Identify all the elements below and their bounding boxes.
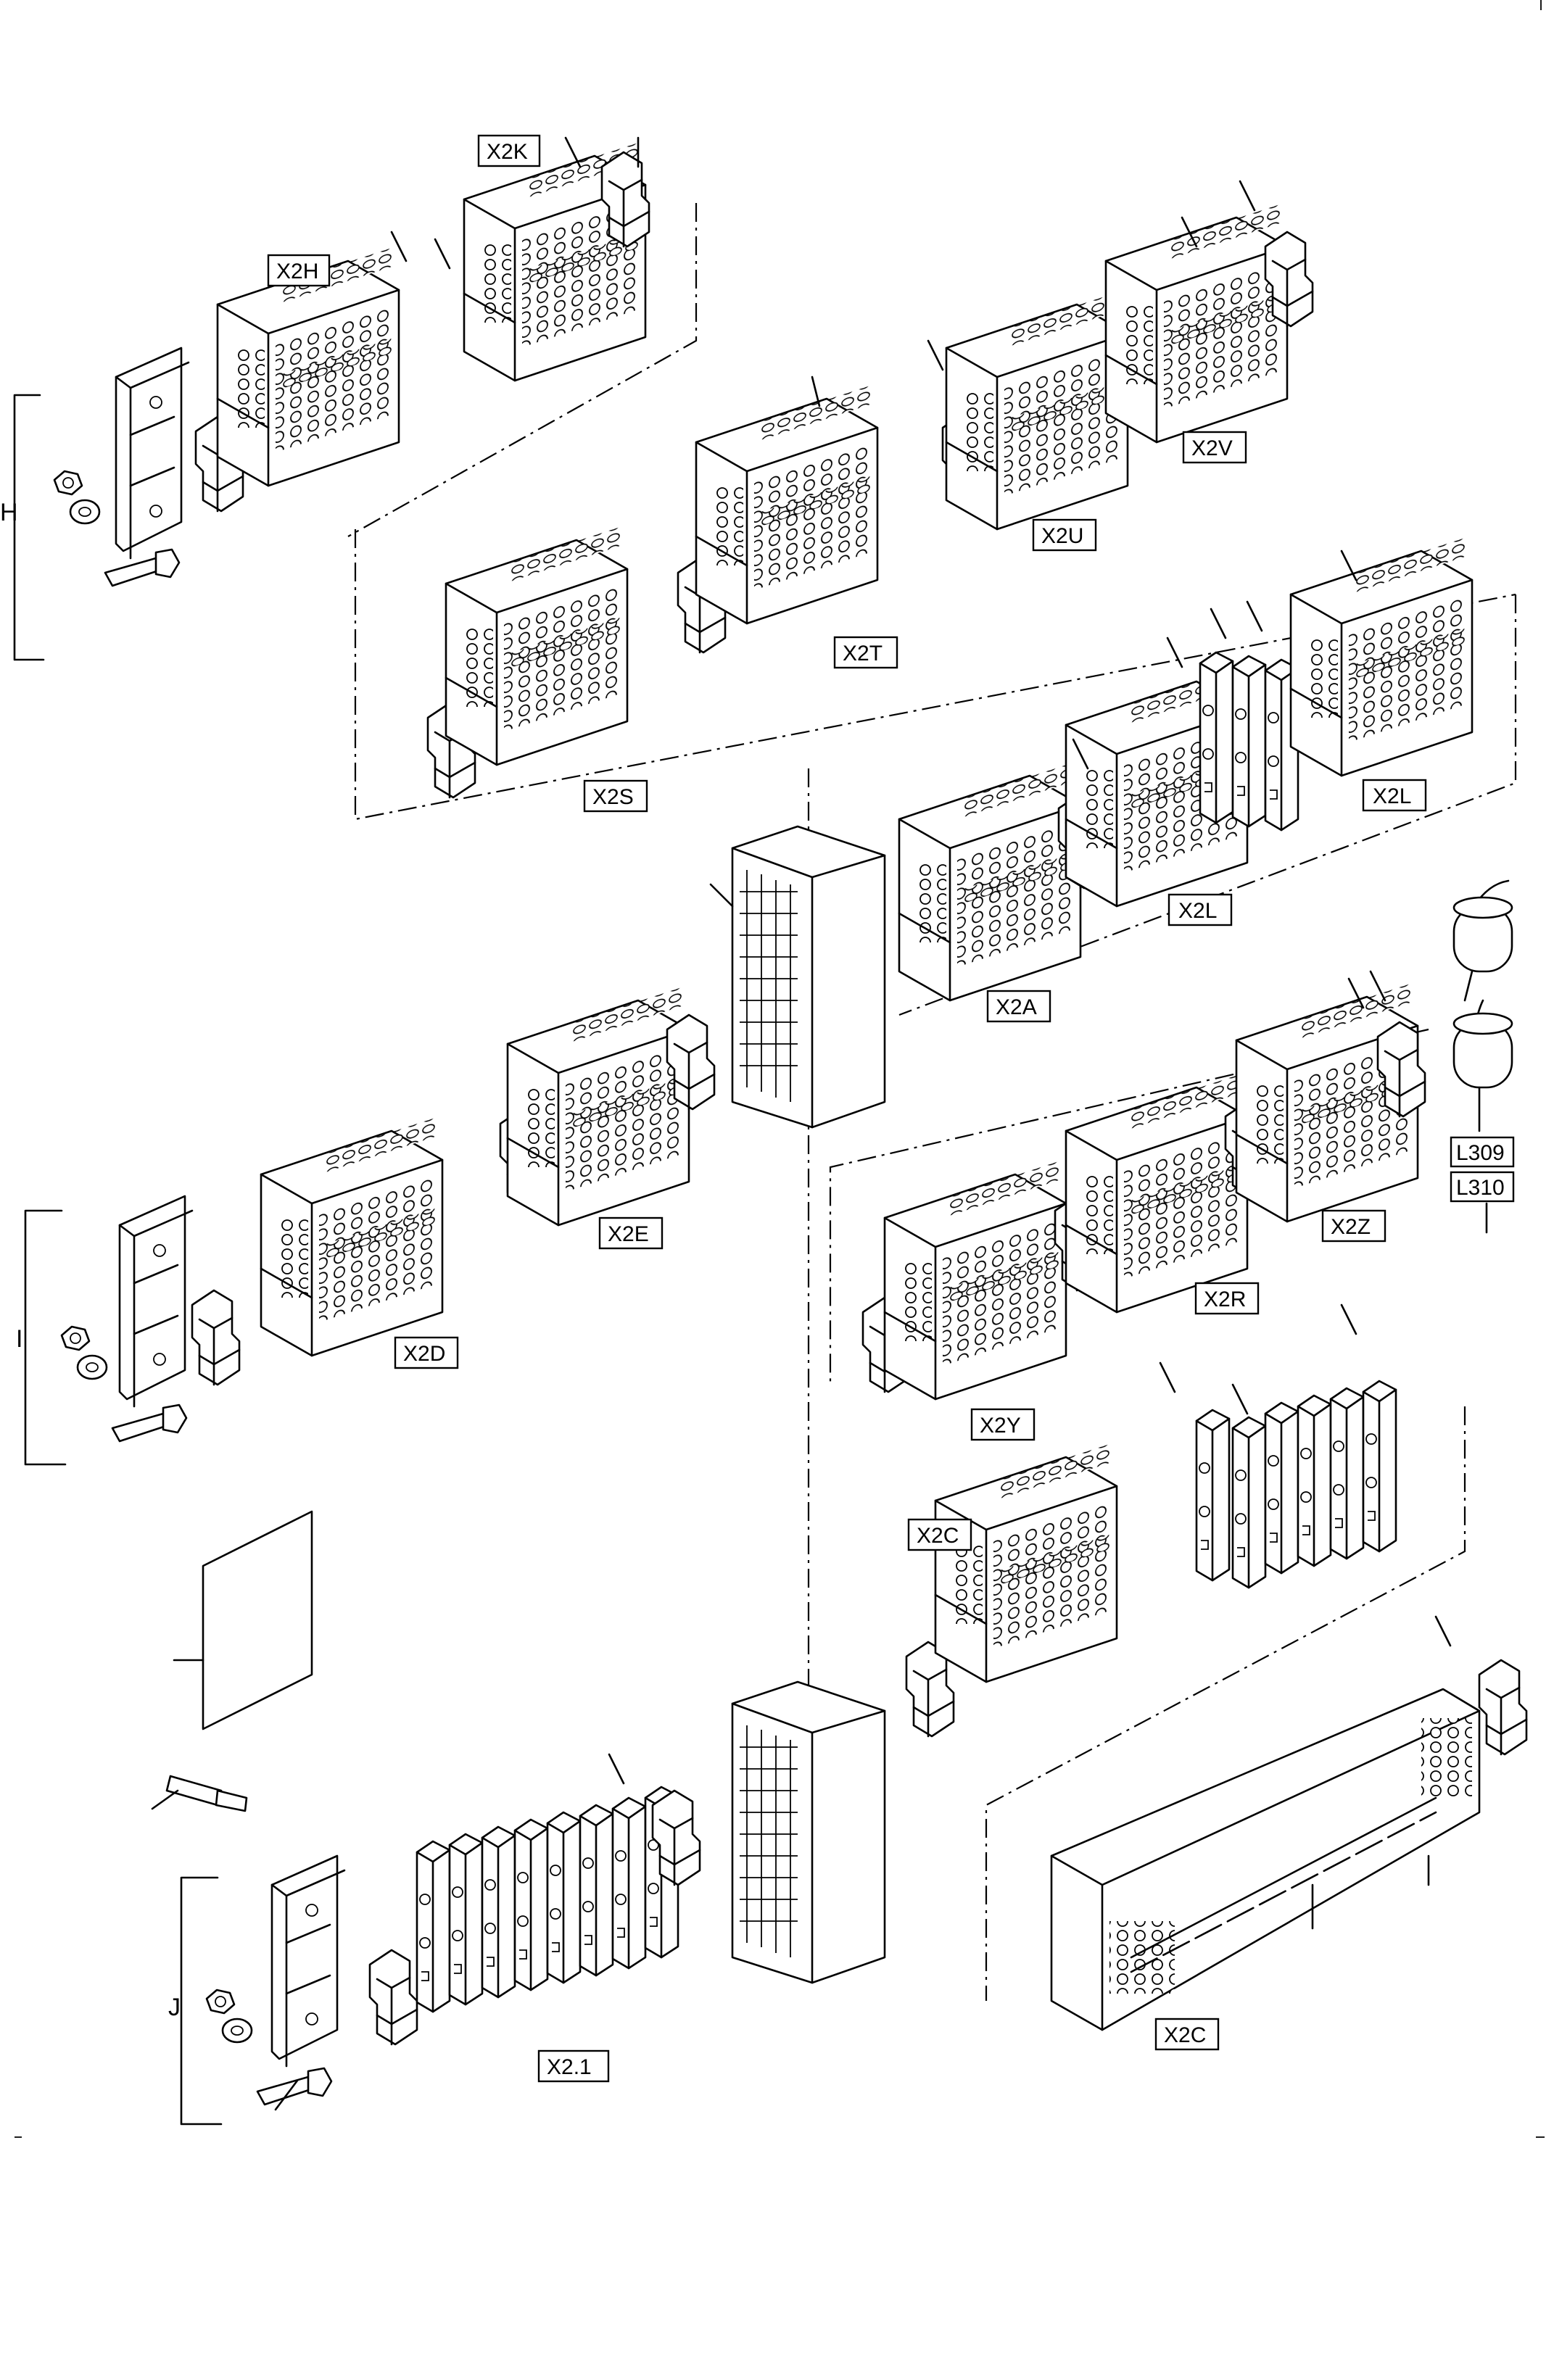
label-x2z: X2Z — [1331, 1215, 1371, 1239]
label-x2k: X2K — [487, 140, 528, 164]
end-clamp-i — [191, 1289, 241, 1386]
terminal-module-x2c — [934, 1443, 1118, 1683]
group-label-i: I — [16, 1325, 22, 1353]
label-l310: L310 — [1456, 1176, 1505, 1200]
terminal-module-x2y — [883, 1160, 1067, 1401]
shield-plate — [173, 1510, 313, 1730]
din-rail-bracket-h — [115, 347, 190, 560]
terminal-slice-x21-4 — [513, 1818, 549, 1991]
terminal-module-x2e — [506, 986, 690, 1227]
terminal-slice-x21-5 — [546, 1811, 582, 1984]
group-label-j: J — [168, 1994, 181, 2021]
group-h: H — [0, 141, 650, 661]
row-x2c-lower — [1050, 1659, 1528, 2031]
label-l309: L309 — [1456, 1141, 1505, 1165]
label-x2c-top: X2C — [917, 1524, 959, 1548]
end-clamp-x2z-right — [1376, 1021, 1426, 1118]
end-clamp-j — [368, 1949, 418, 2046]
din-rail-bracket-i — [118, 1195, 194, 1408]
terminal-slice-x21-2 — [448, 1833, 484, 2006]
terminal-module-x2a — [898, 761, 1082, 1002]
label-x2u: X2U — [1041, 524, 1083, 548]
label-x2s: X2S — [592, 785, 634, 809]
terminal-slice-x21-3 — [481, 1825, 516, 1999]
terminal-module-x2v — [1104, 203, 1289, 444]
label-x2l-mid: X2L — [1178, 899, 1217, 923]
terminal-slice-5 — [1231, 1416, 1267, 1589]
label-x2r: X2R — [1204, 1288, 1246, 1311]
terminal-module-x2t — [695, 384, 879, 625]
terminal-module-x2u — [945, 290, 1129, 531]
end-clamp-x2c-lower — [1478, 1659, 1528, 1756]
terminal-module-x2s — [445, 526, 629, 766]
label-x2a: X2A — [996, 995, 1037, 1019]
label-x2y: X2Y — [980, 1414, 1021, 1438]
group-i: I — [16, 986, 716, 1466]
end-clamp-x2e — [666, 1013, 716, 1111]
label-x2c-bottom: X2C — [1164, 2023, 1206, 2047]
wire-plug — [151, 1775, 248, 1812]
coils — [1452, 879, 1513, 1234]
label-x2v: X2V — [1191, 436, 1233, 460]
terminal-slice-x21-7 — [611, 1796, 647, 1970]
alignment-line-top — [347, 203, 698, 537]
coil-l309 — [1452, 879, 1513, 1002]
terminal-slice-2 — [1231, 655, 1267, 828]
terminal-slice-7 — [1297, 1394, 1332, 1567]
terminal-module-x2l-top — [1289, 536, 1474, 777]
alignment-line-row2 — [354, 529, 1516, 821]
page-corner-marks — [15, 0, 1545, 2138]
terminal-module-x2r — [1065, 1073, 1249, 1314]
din-rail-bracket-j — [270, 1854, 346, 2068]
coil-l310 — [1452, 999, 1513, 1132]
alignment-line-lower — [985, 1406, 1466, 2001]
alignment-line-right — [898, 594, 1517, 1016]
terminal-slice-x21-1 — [416, 1840, 451, 2013]
end-clamp-x21 — [651, 1789, 701, 1886]
label-x21: X2.1 — [547, 2055, 592, 2079]
end-clamp-x2v-right — [1264, 231, 1314, 328]
terminal-slice-1 — [1199, 651, 1234, 824]
terminal-slice-4 — [1195, 1409, 1231, 1582]
row-x2y-x2z — [861, 982, 1426, 1401]
terminal-slice-9 — [1362, 1380, 1397, 1553]
cable-duct-upper — [731, 825, 886, 1129]
alignment-line-mid — [829, 1028, 1429, 1385]
label-x2t: X2T — [843, 642, 883, 666]
label-x2h: X2H — [276, 260, 318, 283]
terminal-slice-x21-6 — [579, 1804, 614, 1977]
group-label-h: H — [0, 499, 18, 526]
label-x2e: X2E — [608, 1222, 649, 1246]
terminal-slice-6 — [1264, 1401, 1299, 1575]
terminal-slice-8 — [1329, 1387, 1365, 1560]
end-clamp-x2k — [600, 151, 650, 248]
label-x2d: X2D — [403, 1342, 445, 1366]
terminal-module-x2d — [260, 1116, 444, 1357]
cable-duct-lower — [731, 1680, 886, 1984]
reference-labels: X2K X2H X2V X2U X2T X2S X2L X2L X2A L309… — [267, 134, 1515, 2083]
leader-lines — [274, 136, 1452, 2111]
label-x2l-top: X2L — [1373, 784, 1411, 808]
group-j: J — [168, 1680, 886, 2126]
